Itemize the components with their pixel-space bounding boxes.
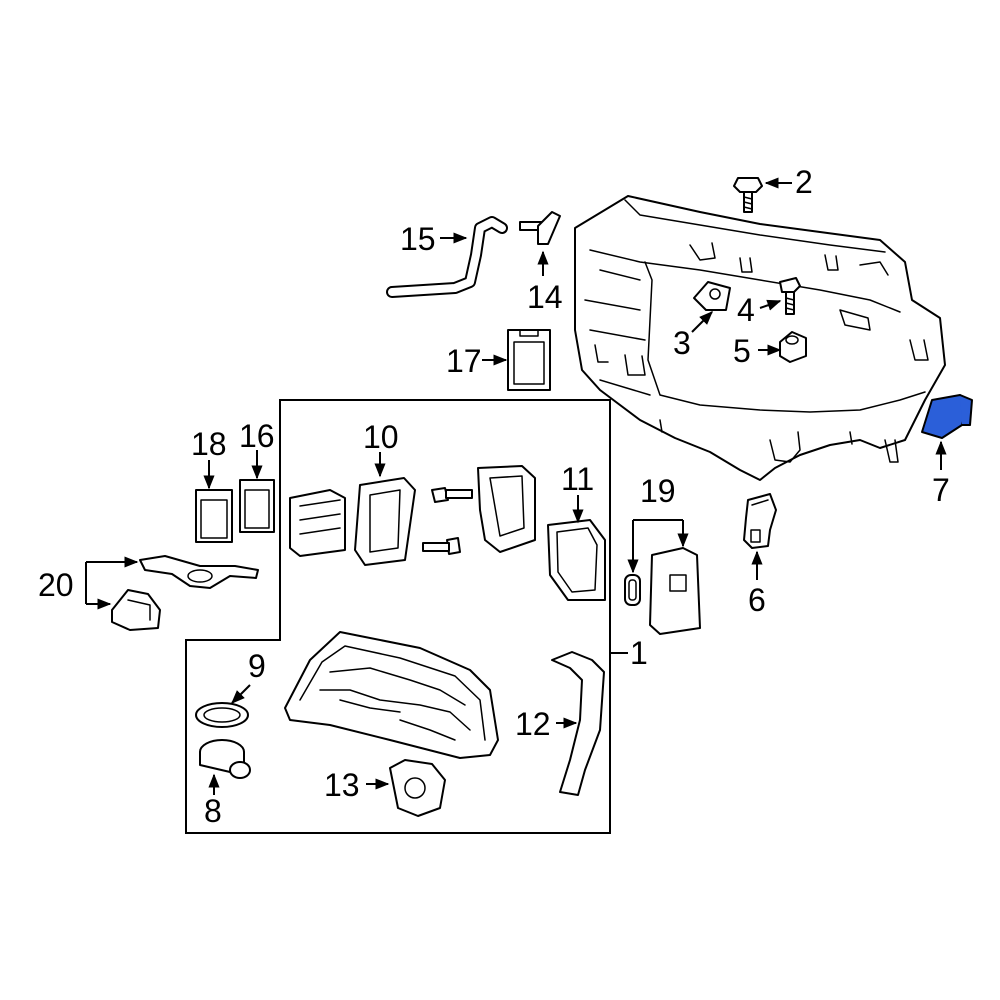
callout-10: 10 (363, 419, 399, 455)
radiator-support-panel (574, 195, 946, 481)
headlamp-rear-cover (289, 489, 346, 557)
part-14-connector (519, 211, 561, 245)
part-10-cover-plate (354, 477, 416, 566)
callout-15: 15 (400, 221, 436, 257)
part-9-gasket (195, 702, 249, 728)
callout-12: 12 (515, 706, 551, 742)
part-5-nut (779, 331, 807, 363)
callout-13: 13 (324, 767, 360, 803)
callout-5: 5 (733, 333, 751, 369)
callout-17: 17 (446, 343, 482, 379)
part-15-hose (386, 216, 508, 298)
part-13-motor (389, 759, 446, 817)
part-11-bracket (547, 519, 606, 601)
part-16-label (239, 479, 275, 533)
headlamp-assembly-frame (185, 399, 611, 834)
callout-14: 14 (527, 279, 563, 315)
part-3-clip-nut (693, 281, 731, 311)
headlamp-bolt-lower (422, 537, 461, 555)
part-8-socket (199, 739, 251, 779)
part-2-bolt (733, 177, 763, 213)
part-17-label (507, 329, 551, 391)
callout-20: 20 (38, 567, 74, 603)
part-19-gasket (624, 574, 641, 606)
callout-4: 4 (737, 292, 755, 328)
callout-7: 7 (932, 472, 950, 508)
callout-1: 1 (630, 635, 648, 671)
callout-11: 11 (561, 461, 594, 497)
part-6-bracket (743, 493, 777, 549)
callout-6: 6 (748, 582, 766, 618)
callout-9: 9 (248, 648, 266, 684)
callout-2: 2 (795, 164, 813, 200)
part-18-label (195, 489, 233, 543)
part-12-trim (551, 651, 605, 796)
headlamp-housing (284, 631, 499, 759)
callout-19: 19 (640, 473, 676, 509)
callout-8: 8 (204, 793, 222, 829)
part-19-module (649, 547, 701, 635)
callout-3: 3 (673, 325, 691, 361)
part-4-bolt (779, 277, 801, 315)
headlamp-ballast-module (477, 465, 536, 553)
part-20-bracket-upper (139, 555, 259, 589)
callout-16: 16 (239, 418, 275, 454)
headlamp-bolt-upper (431, 487, 473, 503)
part-7-highlighted-bracket (921, 394, 973, 439)
callout-18: 18 (191, 426, 227, 462)
part-20-bracket-lower (111, 589, 161, 631)
